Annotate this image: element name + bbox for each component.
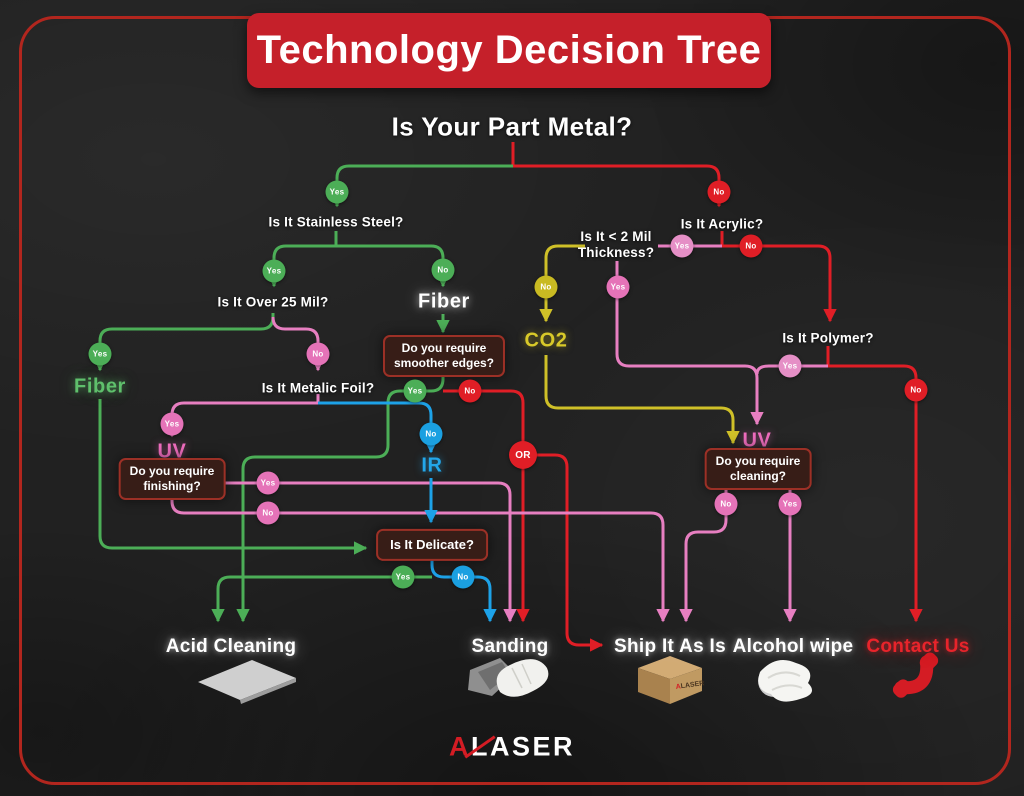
badge-polymer-yes: Yes: [778, 354, 802, 378]
question-2mil-line1: Is It < 2 Mil: [580, 229, 652, 245]
line-twomil-yes-uv: [615, 261, 764, 426]
page-title: Technology Decision Tree: [256, 28, 762, 72]
line-finishing-no-ship: [170, 493, 670, 623]
badge-2mil-yes: Yes: [606, 275, 630, 299]
line-fiberleft-delicate: [98, 399, 368, 555]
cardboard-box-icon: ALASER: [638, 656, 705, 704]
line-twomil-no-co2: [539, 244, 585, 323]
brand-logo-a: A: [448, 731, 471, 762]
box-cleaning: Do you require cleaning?: [704, 448, 812, 490]
badge-foil-no: No: [419, 422, 443, 446]
box-smoother-edges-line2: smoother edges?: [393, 356, 495, 370]
tech-label-fiber-left: Fiber: [74, 375, 126, 398]
badge-edges-yes: Yes: [403, 379, 427, 403]
box-smoother-edges-line1: Do you require: [401, 341, 487, 355]
badge-metal-yes: Yes: [325, 180, 349, 204]
box-finishing: Do you require finishing?: [118, 458, 226, 500]
line-over25-no: [271, 316, 325, 372]
line-edges-no-or-sanding: [443, 389, 530, 623]
outcome-sanding: Sanding: [471, 636, 549, 657]
question-over-25-mil: Is It Over 25 Mil?: [217, 294, 329, 310]
brand-logo-text: LASER: [470, 731, 576, 762]
sanding-glove-icon: [468, 658, 549, 697]
badge-delicate-no: No: [451, 565, 475, 589]
outcome-contact-us: Contact Us: [866, 636, 970, 657]
badge-acrylic-yes: Yes: [670, 234, 694, 258]
box-smoother-edges: Do you require smoother edges?: [382, 335, 506, 377]
phone-handset-icon: [892, 652, 939, 698]
line-metal-yes: [330, 164, 513, 208]
line-stainless-yes: [274, 231, 338, 286]
badge-stainless-yes: Yes: [262, 259, 286, 283]
line-stainless-no: [336, 244, 450, 288]
question-root-metal: Is Your Part Metal?: [391, 111, 633, 142]
line-edges-yes-acid: [236, 372, 445, 623]
question-polymer: Is It Polymer?: [782, 330, 874, 346]
badge-or: OR: [509, 441, 537, 469]
tech-label-ir: IR: [421, 454, 443, 477]
badge-polymer-no: No: [904, 378, 928, 402]
tech-label-uv-left: UV: [157, 440, 187, 463]
badge-delicate-yes: Yes: [391, 565, 415, 589]
line-polymer-yes-merge: [755, 364, 828, 375]
badge-metal-no: No: [707, 180, 731, 204]
box-delicate: Is It Delicate?: [376, 528, 488, 562]
line-polymer-no-contact: [826, 346, 916, 621]
badge-finishing-no: No: [256, 501, 280, 525]
badge-edges-no: No: [458, 379, 482, 403]
badge-over25-yes: Yes: [88, 342, 112, 366]
alcohol-wipe-icon: [758, 660, 813, 702]
badge-2mil-no: No: [534, 275, 558, 299]
connector-paths: [93, 142, 916, 652]
tech-label-uv-right: UV: [742, 429, 772, 452]
line-co2-cleaning: [544, 355, 740, 445]
brand-logo: ALASER: [449, 732, 575, 763]
question-2mil-thickness: Is It < 2 Mil Thickness?: [561, 229, 671, 261]
question-2mil-line2: Thickness?: [577, 245, 655, 260]
acid-cleaning-icon: [198, 660, 296, 704]
box-cleaning-line1: Do you require: [715, 454, 801, 468]
tech-label-co2: CO2: [524, 329, 568, 352]
svg-text:ALASER: ALASER: [675, 680, 704, 691]
line-foil-no-ir: [318, 401, 438, 454]
badge-stainless-no: No: [431, 258, 455, 282]
tech-label-fiber-mid: Fiber: [418, 290, 470, 313]
outcome-alcohol-wipe: Alcohol wipe: [732, 636, 854, 657]
line-acrylic-no: [722, 244, 837, 323]
badge-over25-no: No: [306, 342, 330, 366]
badge-acrylic-no: No: [739, 234, 763, 258]
line-delicate-yes-acid: [211, 575, 432, 623]
line-finishing-yes-sanding: [222, 481, 517, 623]
badge-cleaning-no: No: [714, 492, 738, 516]
box-finishing-line2: finishing?: [143, 479, 201, 493]
outcome-ship-as-is: Ship It As Is: [614, 636, 726, 657]
question-acrylic: Is It Acrylic?: [680, 216, 764, 232]
badge-finishing-yes: Yes: [256, 471, 280, 495]
line-foil-yes-uv: [172, 394, 320, 436]
title-banner: Technology Decision Tree: [247, 13, 771, 88]
question-metalic-foil: Is It Metalic Foil?: [261, 380, 375, 396]
line-over25-yes: [93, 313, 275, 372]
badge-foil-yes: Yes: [160, 412, 184, 436]
line-metal-no: [513, 164, 726, 208]
line-cleaning-no-ship: [679, 486, 728, 623]
line-or-ship: [523, 453, 604, 652]
outcome-acid-cleaning: Acid Cleaning: [165, 636, 297, 657]
badge-cleaning-yes: Yes: [778, 492, 802, 516]
box-cleaning-line2: cleaning?: [729, 469, 786, 483]
box-finishing-line1: Do you require: [129, 464, 215, 478]
question-stainless-steel: Is It Stainless Steel?: [268, 214, 404, 230]
